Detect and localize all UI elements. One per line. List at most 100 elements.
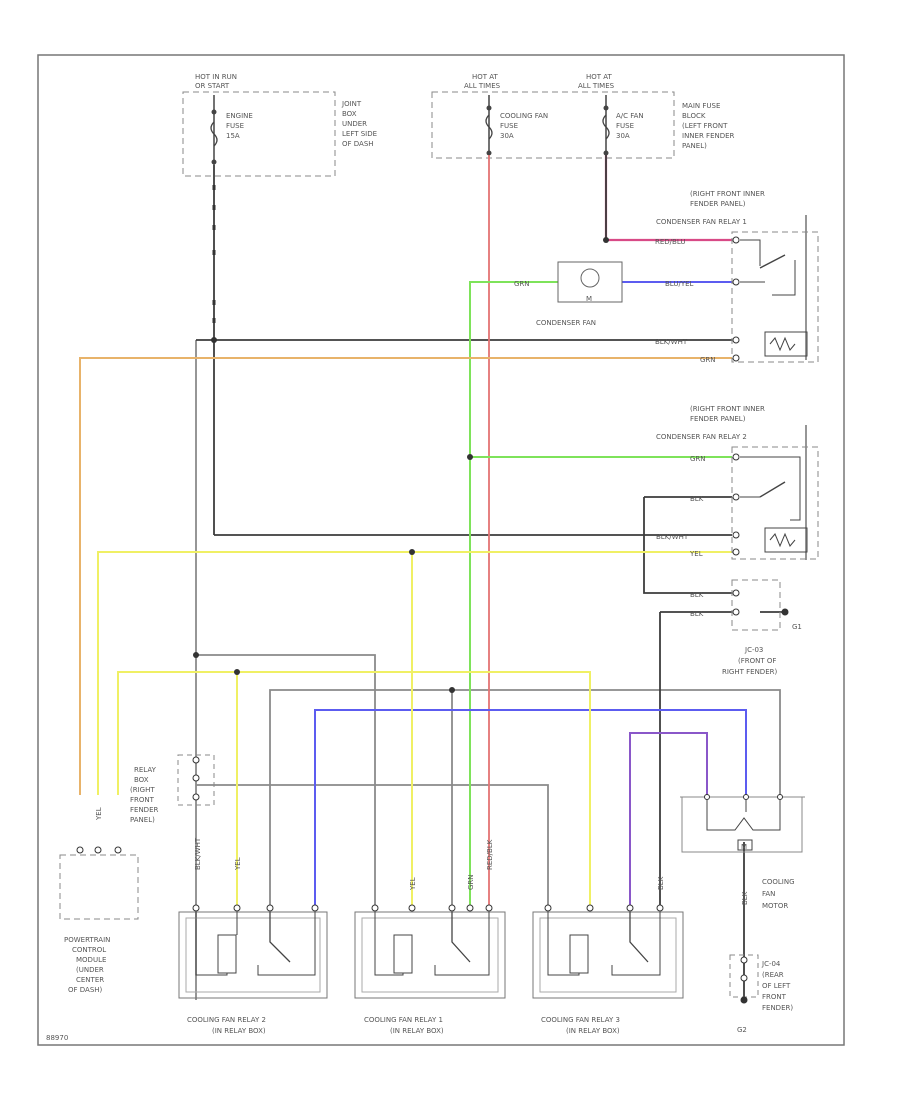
relay-3-name: COOLING FAN RELAY 3: [541, 1016, 620, 1024]
relay-box-line4: FRONT: [130, 796, 155, 804]
wire-label-blk-wht-relay2-feed: BLK/WHT: [194, 837, 202, 870]
joint-box-location-line4: LEFT SIDE: [342, 130, 377, 138]
cooling-fan-fuse-line1: COOLING FAN: [500, 112, 548, 120]
cooling-fan-motor: M COOLING FAN MOTOR: [680, 794, 805, 910]
pcm-line3: MODULE: [76, 956, 106, 964]
relay-lower-location-line2: FENDER PANEL): [690, 415, 746, 423]
engine-fuse-line1: ENGINE: [226, 112, 253, 120]
cooling-fan-fuse-line3: 30A: [500, 132, 514, 140]
relay-box-line1: RELAY: [134, 766, 157, 774]
pcm-module: POWERTRAIN CONTROL MODULE (UNDER CENTER …: [59, 846, 139, 994]
footer-code: 88970: [46, 1034, 68, 1042]
wire-label-blk-g1-b: BLK: [690, 610, 704, 618]
orange-wire: [79, 357, 732, 795]
wire-label-blk-relay2: BLK: [690, 495, 704, 503]
diagram-frame: [37, 54, 845, 1046]
ground-g1: G1 JC-03 (FRONT OF RIGHT FENDER): [722, 579, 802, 676]
joint-box-location-line5: OF DASH: [342, 140, 374, 148]
ground-g1-joint-line1: JC-03: [744, 646, 763, 654]
relay-upper-name: CONDENSER FAN RELAY 1: [656, 218, 747, 226]
ac-fan-fuse-line1: A/C FAN: [616, 112, 644, 120]
condenser-fan-relay-1: (RIGHT FRONT INNER FENDER PANEL) CONDENS…: [656, 190, 819, 363]
wire-label-grn-relay2: GRN: [690, 455, 706, 463]
relay-box-line6: PANEL): [130, 816, 155, 824]
ground-g1-joint-line3: RIGHT FENDER): [722, 668, 777, 676]
joint-box-location-line2: BOX: [342, 110, 357, 118]
pcm-line2: CONTROL: [72, 946, 106, 954]
relay-upper-location-line1: (RIGHT FRONT INNER: [690, 190, 765, 198]
pcm-line6: OF DASH): [68, 986, 103, 994]
main-fuse-header2-line1: HOT AT: [586, 73, 613, 81]
wire-label-blu-yel-condenser: BLU/YEL: [665, 280, 694, 288]
purple-wire: [629, 732, 708, 908]
pcm-line1: POWERTRAIN: [64, 936, 110, 944]
relay-box-line2: BOX: [134, 776, 149, 784]
ground-g2-joint-line1: JC-04: [761, 960, 781, 968]
main-fuse-location-line5: PANEL): [682, 142, 707, 150]
cooling-fan-motor-symbol: M: [741, 843, 747, 851]
main-fuse-header1-line1: HOT AT: [472, 73, 499, 81]
relay-lower-location-line1: (RIGHT FRONT INNER: [690, 405, 765, 413]
wire-label-yel-pcm: YEL: [95, 807, 103, 821]
ground-g1-joint-line2: (FRONT OF: [738, 657, 776, 665]
condenser-fan-label: CONDENSER FAN: [536, 319, 596, 327]
main-fuse-header2-line2: ALL TIMES: [578, 82, 615, 90]
ground-g2-id: G2: [737, 1026, 747, 1034]
relay-box-line5: FENDER: [130, 806, 158, 814]
condenser-fan-symbol: M: [586, 295, 592, 303]
relay-1-location: (IN RELAY BOX): [390, 1027, 444, 1035]
ground-g2-joint-line3: OF LEFT: [762, 982, 791, 990]
wire-label-yel-relay2: YEL: [234, 857, 242, 871]
condenser-fan: M CONDENSER FAN: [536, 261, 623, 327]
gray-wires: [195, 215, 807, 1000]
wire-label-yel-relay2: YEL: [689, 550, 703, 558]
wire-color-labels: RED/BLU GRN BLU/YEL BLK/WHT GRN GRN BLK …: [95, 238, 749, 905]
cooling-fan-relay-1: COOLING FAN RELAY 1 (IN RELAY BOX): [354, 904, 506, 1035]
condenser-fan-relay-2: (RIGHT FRONT INNER FENDER PANEL) CONDENS…: [656, 405, 819, 560]
relay-box-line3: (RIGHT: [130, 786, 155, 794]
cooling-fan-motor-line1: COOLING: [762, 878, 795, 886]
wire-label-blk-relay3: BLK: [657, 876, 665, 890]
wire-label-blk-motor: BLK: [741, 891, 749, 905]
joint-box-fuse-block: HOT IN RUN OR START ENGINE FUSE 15A JOIN…: [182, 73, 377, 177]
wire-label-grn-condenser: GRN: [514, 280, 530, 288]
cooling-fan-relay-2: COOLING FAN RELAY 2 (IN RELAY BOX): [178, 904, 328, 1035]
wire-label-red-blk-relay1: RED/BLK: [486, 839, 494, 870]
main-fuse-location-line3: (LEFT FRONT: [682, 122, 728, 130]
cooling-fan-motor-line3: MOTOR: [762, 902, 788, 910]
pcm-line4: (UNDER: [76, 966, 104, 974]
relay-1-name: COOLING FAN RELAY 1: [364, 1016, 443, 1024]
green-wires: [469, 281, 732, 908]
relay-upper-location-line2: FENDER PANEL): [690, 200, 746, 208]
fuse-block-header-line1: HOT IN RUN: [195, 73, 237, 81]
ground-g2-joint-line5: FENDER): [762, 1004, 793, 1012]
relay-2-name: COOLING FAN RELAY 2: [187, 1016, 266, 1024]
cooling-fan-motor-line2: FAN: [762, 890, 775, 898]
ground-g2-joint-line2: (REAR: [762, 971, 784, 979]
wire-label-grn-orange: GRN: [700, 356, 716, 364]
ground-g1-id: G1: [792, 623, 802, 631]
pcm-line5: CENTER: [76, 976, 104, 984]
engine-fuse-line3: 15A: [226, 132, 240, 140]
relay-2-location: (IN RELAY BOX): [212, 1027, 266, 1035]
main-fuse-header1-line2: ALL TIMES: [464, 82, 501, 90]
wire-label-blk-wht-relay2: BLK/WHT: [656, 533, 689, 541]
wire-label-blk-g1-a: BLK: [690, 591, 704, 599]
main-fuse-block: HOT AT ALL TIMES HOT AT ALL TIMES COOLIN…: [431, 73, 735, 159]
splice-dots: [193, 237, 609, 693]
cooling-fan-fuse-line2: FUSE: [500, 122, 518, 130]
blue-wires: [314, 281, 747, 908]
wire-label-red-blu: RED/BLU: [655, 238, 686, 246]
joint-box-location-line3: UNDER: [342, 120, 367, 128]
relay-box-connector: RELAY BOX (RIGHT FRONT FENDER PANEL): [130, 754, 215, 824]
ac-fan-fuse-line3: 30A: [616, 132, 630, 140]
cooling-fan-relay-3: COOLING FAN RELAY 3 (IN RELAY BOX): [532, 904, 684, 1035]
relay-3-location: (IN RELAY BOX): [566, 1027, 620, 1035]
main-fuse-location-line4: INNER FENDER: [682, 132, 735, 140]
engine-fuse-line2: FUSE: [226, 122, 244, 130]
fuse-block-header-line2: OR START: [195, 82, 230, 90]
ground-g2-joint-line4: FRONT: [762, 993, 787, 1001]
main-fuse-location-line1: MAIN FUSE: [682, 102, 720, 110]
joint-box-location-line1: JOINT: [341, 100, 362, 108]
